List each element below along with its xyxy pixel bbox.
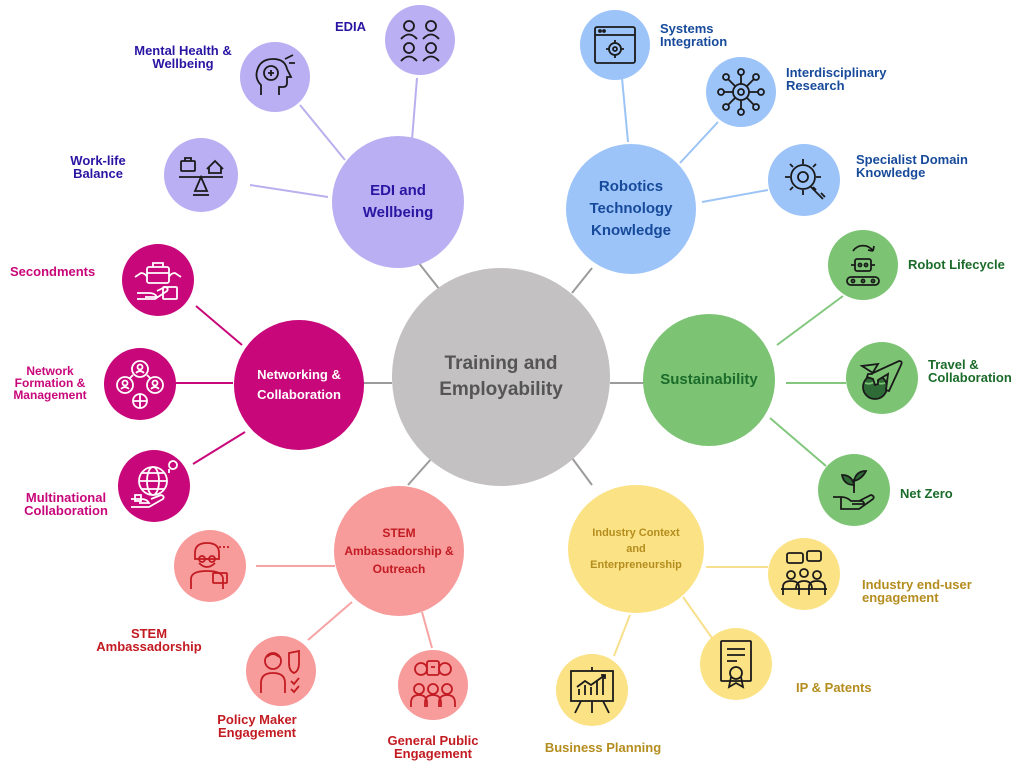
gear-wrench-icon: [785, 159, 826, 200]
specialist-domain-label: Specialist Domain Knowledge: [856, 152, 968, 180]
work-life-label: Work-life Balance: [70, 153, 126, 181]
specialist-domain-node: [768, 144, 840, 216]
plane-globe-icon: [859, 360, 903, 400]
briefcase-hands-icon: [134, 262, 182, 300]
edi-hub-title: EDI and Wellbeing: [362, 182, 434, 221]
people-group-icon: [400, 20, 440, 62]
audience-icon: [410, 660, 456, 707]
travel-label: Travel & Collaboration: [928, 357, 1012, 385]
business-planning-node: [556, 654, 628, 726]
balance-scale-icon: [179, 157, 224, 196]
recycle-robot-icon: [846, 244, 880, 286]
globe-hand-icon: [131, 460, 178, 508]
net-zero-node: [818, 454, 890, 526]
ip-patents-label: IP & Patents: [796, 680, 872, 695]
center-hub: Training and Employability: [392, 268, 610, 486]
chart-board-icon: [570, 667, 614, 714]
brain-head-icon: [255, 54, 295, 95]
secondments-node: [122, 244, 194, 316]
network-formation-label: Network Formation & Management: [13, 364, 87, 402]
multinational-label: Multinational Collaboration: [24, 490, 108, 518]
sustainability-hub: Sustainability: [643, 314, 775, 446]
policy-maker-engagement-label: Policy Maker Engagement: [217, 712, 297, 740]
interdisciplinary-label: Interdisciplinary Research: [786, 65, 887, 93]
business-planning-label: Business Planning: [544, 740, 662, 755]
plant-hand-icon: [833, 470, 875, 510]
edi-hub: EDI and Wellbeing: [332, 136, 464, 268]
edia-label: EDIA: [334, 19, 366, 34]
edia-node: [385, 5, 455, 75]
ip-patents-node: [700, 628, 772, 700]
industry-hub-title: Industry Context and Enterpreneurship: [590, 527, 682, 571]
stem-ambassadorship-node: [174, 530, 246, 602]
systems-integration-label: Systems Integration: [660, 21, 728, 49]
teacher-icon: [190, 542, 229, 589]
network-gear-icon: [717, 68, 765, 116]
networking-hub: Networking & Collaboration: [234, 320, 364, 450]
general-public-node: [398, 650, 468, 720]
systems-integration-node: [580, 10, 650, 80]
multinational-node: [118, 450, 190, 522]
robot-lifecycle-label: Robot Lifecycle: [908, 257, 1005, 272]
certificate-icon: [720, 640, 752, 689]
mental-health-label: Mental Health & Wellbeing: [134, 43, 232, 71]
network-formation-node: [104, 348, 176, 420]
general-public-label: General Public Engagement: [387, 733, 479, 761]
robot-lifecycle-node: [828, 230, 898, 300]
stem-ambassadorship-label: STEM Ambassadorship: [96, 626, 202, 654]
industry-end-user-node: [768, 538, 840, 610]
stem-hub-title: STEM Ambassadorship & Outreach: [344, 526, 454, 576]
mental-health-node: [240, 42, 310, 112]
center-title: Training and Employability: [439, 353, 563, 400]
net-zero-label: Net Zero: [900, 486, 953, 501]
interdisciplinary-node: [706, 57, 776, 127]
robotics-hub: Robotics Technology Knowledge: [566, 144, 696, 274]
browser-gear-icon: [594, 26, 636, 64]
robotics-hub-title: Robotics Technology Knowledge: [589, 178, 673, 239]
policy-person-icon: [260, 649, 300, 694]
work-life-node: [164, 138, 238, 212]
stem-hub: STEM Ambassadorship & Outreach: [334, 486, 464, 616]
sustainability-hub-title: Sustainability: [660, 371, 758, 388]
networking-hub-title: Networking & Collaboration: [257, 367, 341, 402]
industry-end-user-label: Industry end-user engagement: [862, 577, 972, 605]
network-people-icon: [116, 360, 164, 409]
policy-maker-node: [246, 636, 316, 706]
meeting-icon: [781, 550, 827, 595]
industry-hub: Industry Context and Enterpreneurship: [568, 485, 704, 613]
travel-node: [846, 342, 918, 414]
secondments-label: Secondments: [10, 264, 96, 279]
